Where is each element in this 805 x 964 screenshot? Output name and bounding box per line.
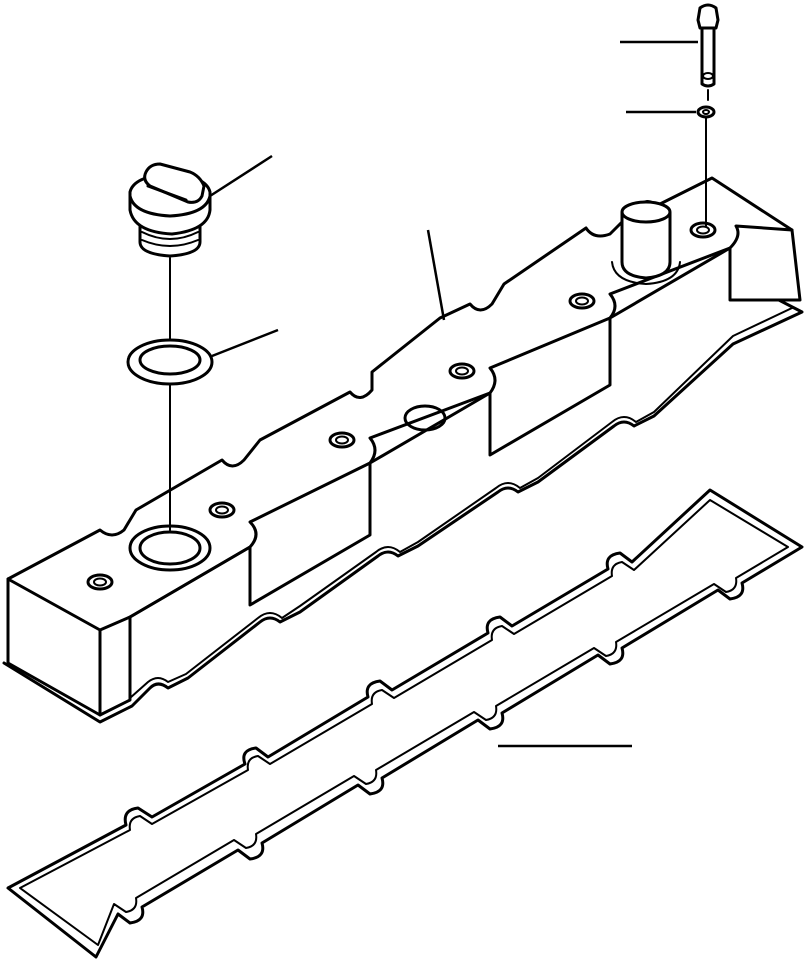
o-ring-leader — [211, 328, 279, 358]
washer — [696, 105, 716, 119]
bolt — [696, 3, 720, 101]
oil-filler-cap — [128, 162, 212, 258]
valve-cover — [2, 176, 804, 724]
gasket — [6, 488, 804, 959]
o-ring — [126, 338, 214, 386]
valve-cover-leader — [426, 229, 446, 321]
filler-cap-leader — [209, 154, 273, 198]
